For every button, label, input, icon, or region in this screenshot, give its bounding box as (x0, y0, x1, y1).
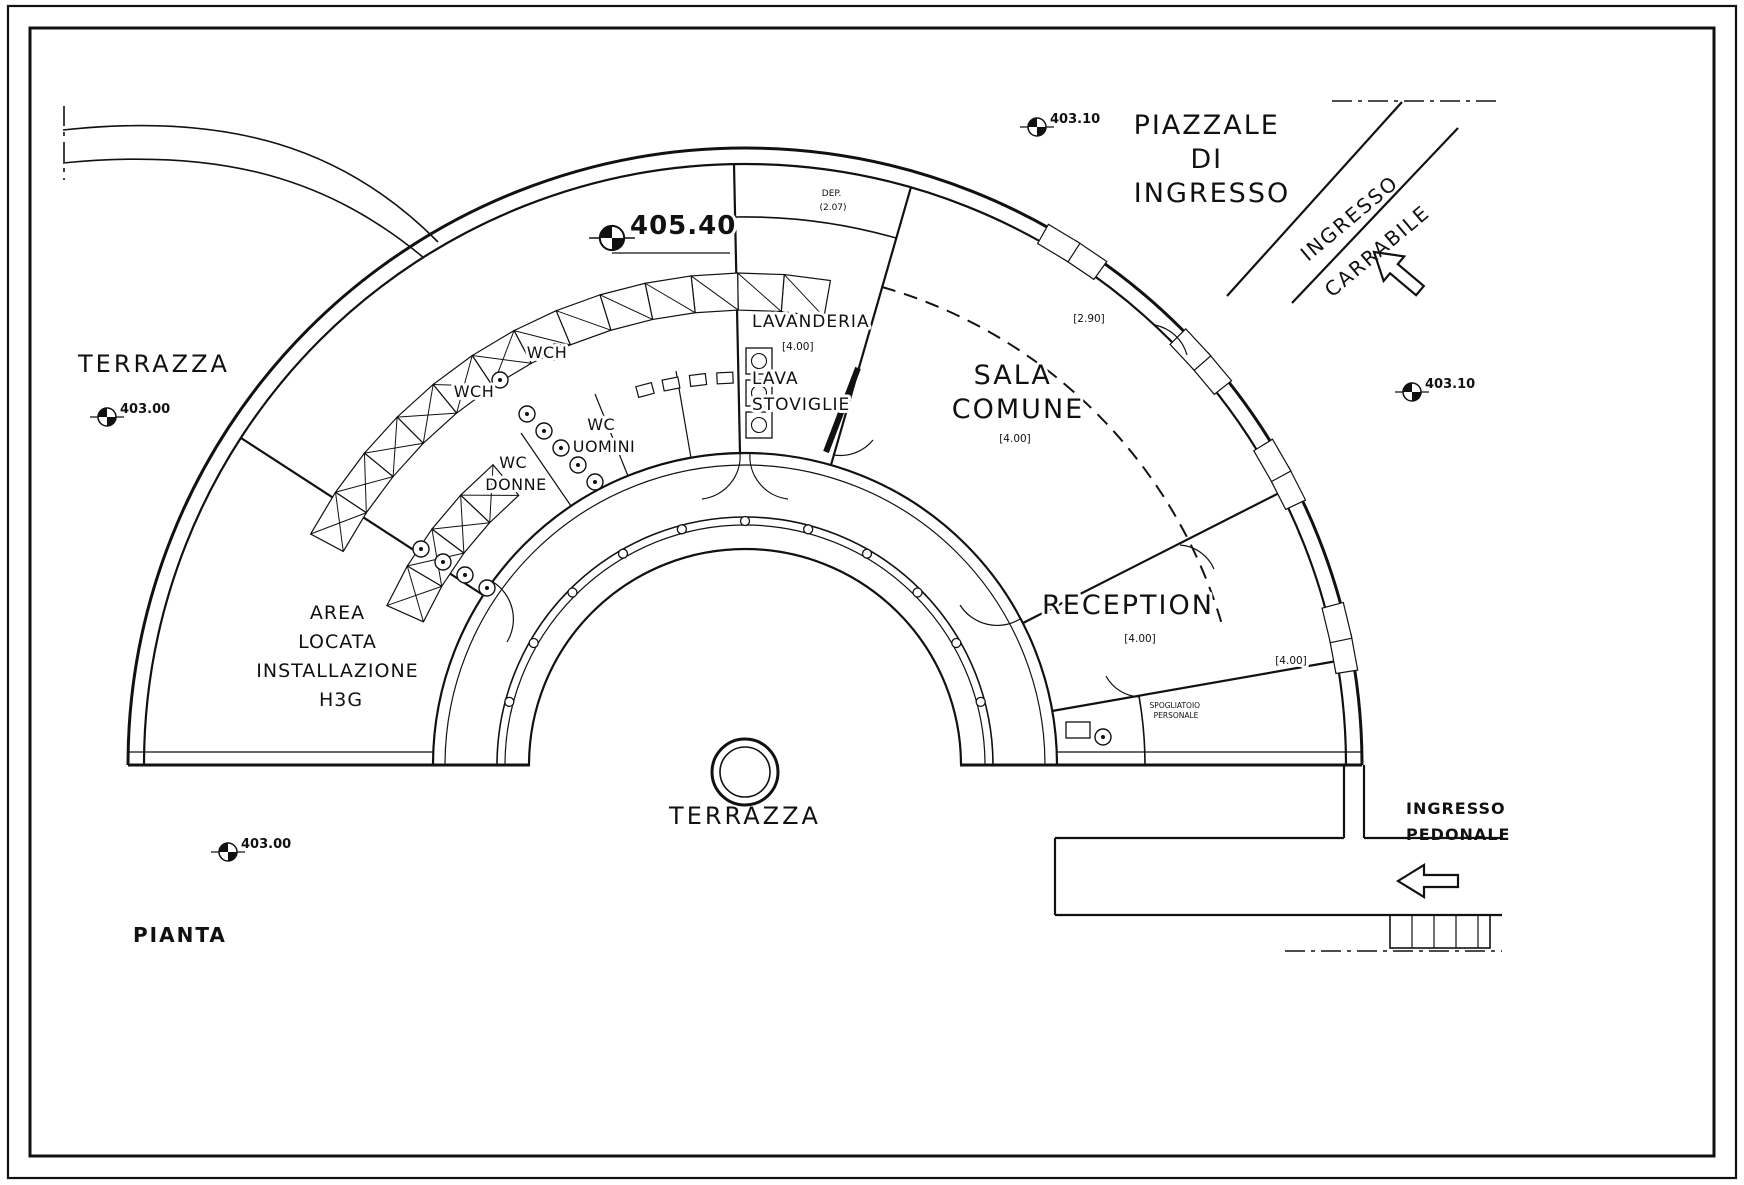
label-wc-donne: WC DONNE (485, 453, 546, 494)
benchmark-405-40-icon (588, 224, 636, 252)
label-lava-stoviglie: LAVA STOVIGLIE (752, 369, 850, 415)
sanitary-fixtures (412, 343, 1112, 746)
dashed-guide-arc (881, 286, 1224, 629)
entry-steps (1285, 914, 1502, 952)
terrace-edge-band (62, 106, 439, 259)
door-swings (492, 324, 1215, 698)
label-area-locata: AREA LOCATA INSTALLAZIONE H3G (256, 602, 425, 711)
columns (504, 515, 986, 707)
benchmark-403-10-top-icon (1019, 117, 1055, 137)
label-terrazza-center: TERRAZZA (668, 802, 821, 830)
outer-wall-windows (1036, 223, 1359, 675)
label-reception: RECEPTION (1042, 590, 1214, 621)
pedonale-arrow-icon (1395, 863, 1460, 899)
benchmark-403-10-right-icon (1394, 382, 1430, 402)
label-wch-lower: WCH (454, 382, 495, 401)
label-spogliatoio: SPOGLIATOIO PERSONALE (1150, 701, 1203, 720)
label-ingresso-pedonale: INGRESSO PEDONALE (1406, 799, 1512, 844)
sheet-frame (6, 4, 1738, 1180)
label-lavanderia: LAVANDERIA (752, 312, 870, 332)
label-terrazza-left: TERRAZZA (77, 350, 230, 378)
driveway-lines (1226, 100, 1502, 304)
label-elevation-405-40: 405.40 (630, 211, 736, 241)
label-pianta: PIANTA (133, 923, 227, 947)
label-elevation-403-10-right: 403.10 (1425, 377, 1475, 392)
label-wc-uomini: WC UOMINI (573, 415, 636, 456)
label-right-room-size: [4.00] (1275, 655, 1307, 667)
benchmark-403-00-bottom-icon (210, 842, 246, 862)
label-lavanderia-size: [4.00] (782, 341, 814, 353)
label-reception-size: [4.00] (1124, 633, 1156, 645)
center-circle (710, 737, 780, 807)
label-elevation-403-00-bottom: 403.00 (241, 837, 291, 852)
carrabile-arrow-icon (1372, 250, 1426, 297)
benchmark-403-00-left-icon (89, 407, 125, 427)
label-elevation-403-00-left: 403.00 (120, 402, 170, 417)
label-wch-upper: WCH (527, 343, 568, 362)
label-piazzale: PIAZZALE DI INGRESSO (1134, 110, 1291, 209)
colonnade (496, 515, 994, 766)
label-sala-comune: SALA COMUNE (952, 360, 1084, 425)
label-elevation-403-10-top: 403.10 (1050, 112, 1100, 127)
wc-cubicle-cells (309, 272, 832, 623)
label-sala-comune-size: [4.00] (999, 433, 1031, 445)
label-corridor-width: [2.90] (1073, 313, 1105, 325)
label-dep: DEP. (2.07) (819, 189, 846, 213)
